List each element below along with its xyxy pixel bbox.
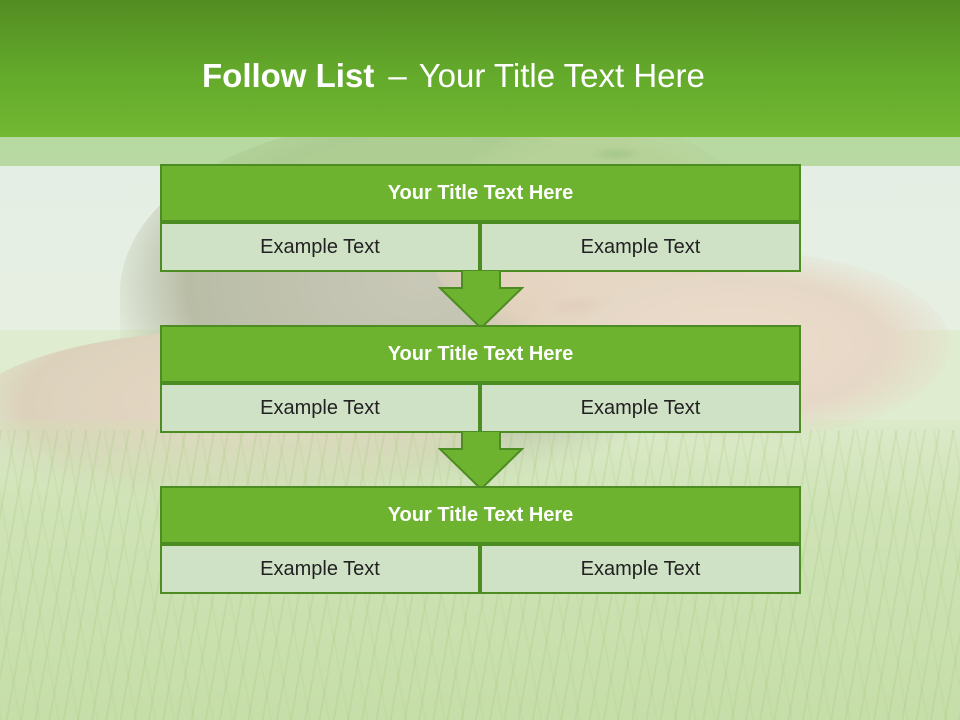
flow-block-title: Your Title Text Here	[160, 164, 801, 222]
flow-block-cell-right: Example Text	[480, 222, 801, 272]
flow-block-title: Your Title Text Here	[160, 325, 801, 383]
flow-block-1: Your Title Text Here Example Text Exampl…	[160, 164, 801, 272]
flow-block-cell-left: Example Text	[160, 383, 480, 433]
flow-block-3: Your Title Text Here Example Text Exampl…	[160, 486, 801, 594]
down-arrow-icon	[438, 270, 524, 330]
down-arrow-icon	[438, 431, 524, 491]
title-bold-part: Follow List	[202, 57, 375, 94]
flow-block-cell-left: Example Text	[160, 222, 480, 272]
flow-block-title: Your Title Text Here	[160, 486, 801, 544]
flow-block-cell-right: Example Text	[480, 383, 801, 433]
flow-block-cell-right: Example Text	[480, 544, 801, 594]
title-rest-part: Your Title Text Here	[418, 57, 705, 94]
header-strip	[0, 137, 960, 166]
title-separator: –	[388, 57, 407, 94]
slide-title: Follow List–Your Title Text Here	[202, 56, 705, 96]
flow-block-2: Your Title Text Here Example Text Exampl…	[160, 325, 801, 433]
header-band	[0, 0, 960, 137]
flow-block-cell-left: Example Text	[160, 544, 480, 594]
